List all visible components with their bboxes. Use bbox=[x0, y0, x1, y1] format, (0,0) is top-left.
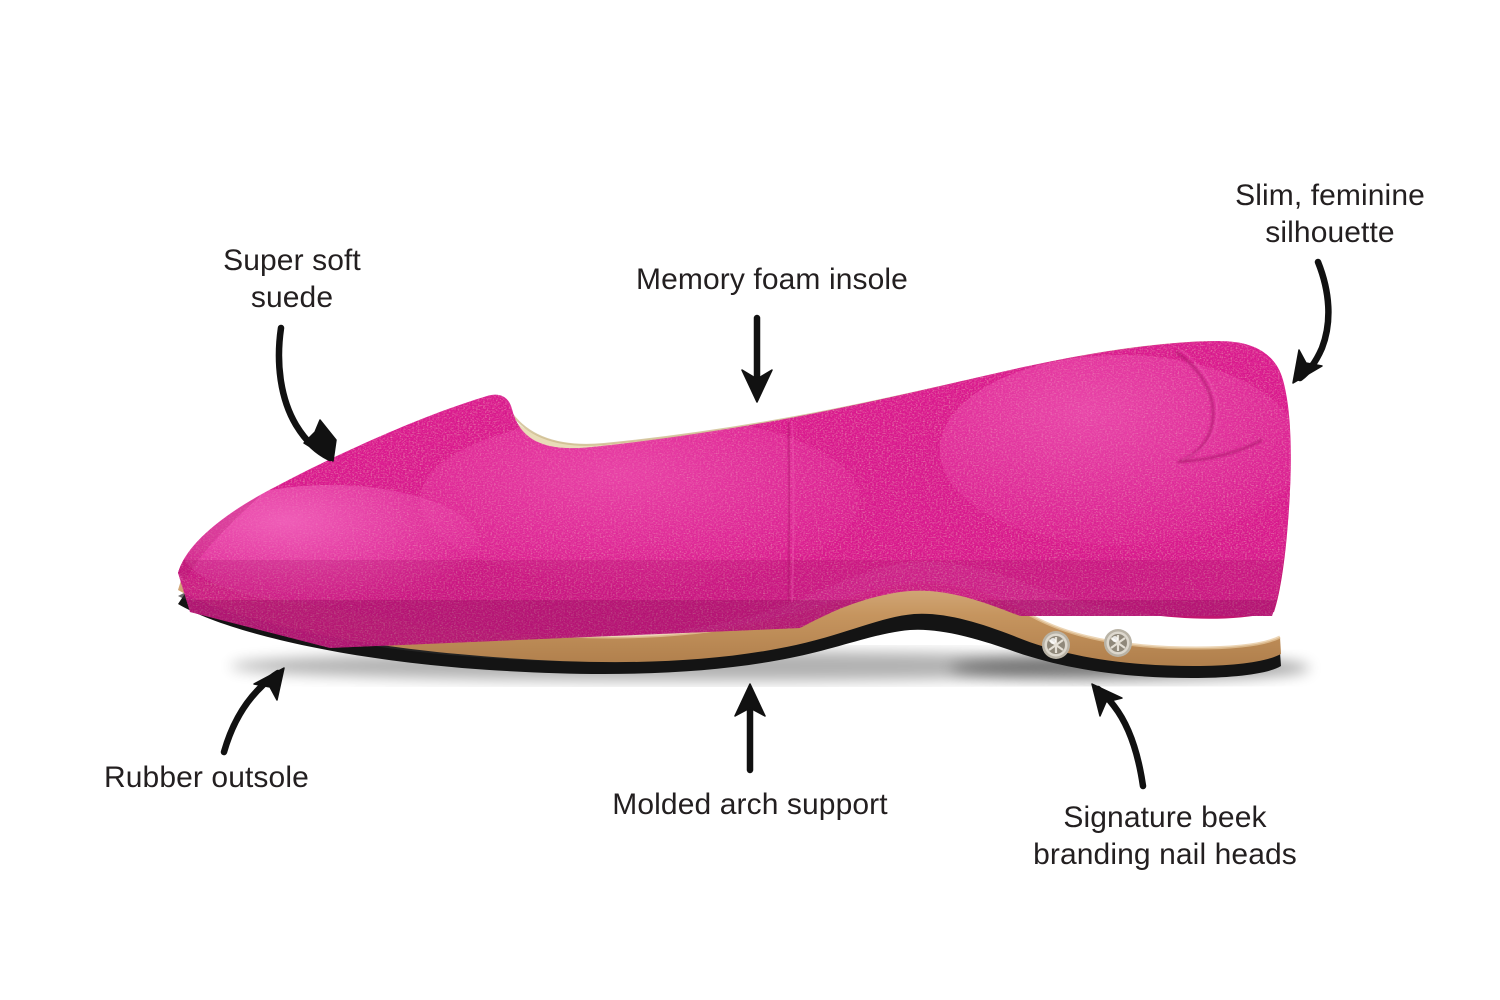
callout-signature-beek-branding-nail-heads: Signature beek branding nail heads bbox=[1033, 801, 1297, 871]
callout-super-soft-suede: Super soft suede bbox=[223, 244, 361, 314]
rubber-outsole bbox=[178, 592, 1281, 678]
nail-head-right bbox=[1104, 629, 1132, 657]
heel-counter-seam bbox=[1175, 349, 1263, 464]
quarter-seam bbox=[786, 421, 795, 603]
callout-rubber-outsole: Rubber outsole bbox=[104, 761, 309, 794]
callout-slim-feminine-silhouette: Slim, feminine silhouette bbox=[1235, 179, 1425, 249]
branding-nail-heads bbox=[1042, 629, 1132, 659]
callout-molded-arch-support: Molded arch support bbox=[612, 788, 888, 821]
suede-upper bbox=[178, 340, 1291, 648]
nail-head-left bbox=[1042, 631, 1070, 659]
callout-memory-foam-insole: Memory foam insole bbox=[636, 263, 908, 296]
